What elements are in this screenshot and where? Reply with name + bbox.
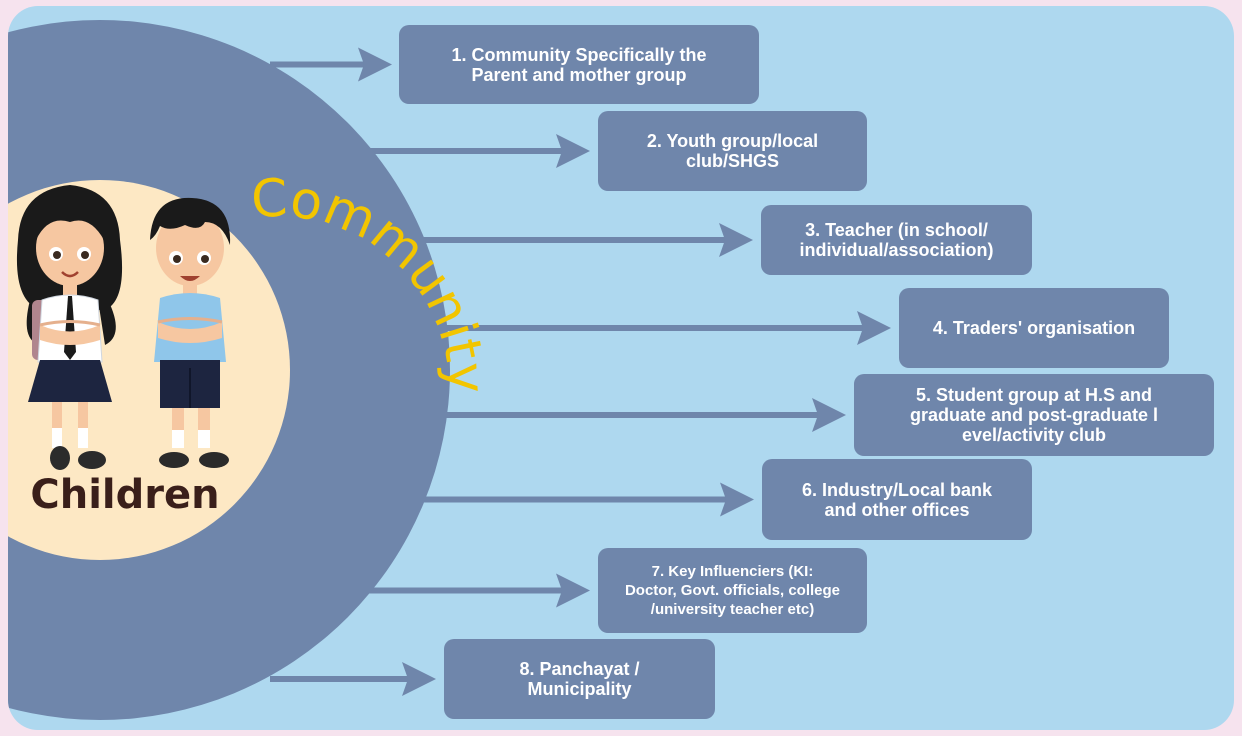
- stakeholder-line: Municipality: [527, 679, 632, 699]
- stakeholder-line: /university teacher etc): [650, 601, 815, 618]
- stakeholder-box-text: 7. Key Influenciers (KI: Doctor, Govt. of…: [625, 562, 840, 619]
- stakeholder-line: 8. Panchayat /: [519, 659, 640, 679]
- stakeholder-line: 4. Traders' organisation: [932, 318, 1136, 338]
- stakeholder-line: 5. Student group at H.S and: [915, 385, 1152, 405]
- stakeholder-line: club/SHGS: [685, 151, 779, 171]
- stakeholder-box-text: 3. Teacher (in school/individual/associa…: [799, 220, 993, 260]
- boy-student-icon: [150, 197, 231, 468]
- arrow-head-7: [556, 573, 590, 608]
- stakeholder-line: Doctor, Govt. officials, college: [624, 582, 841, 599]
- arrow-head-6: [720, 482, 754, 517]
- stakeholder-line: 7. Key Influenciers (KI:: [651, 563, 814, 580]
- stakeholder-line: Parent and mother group: [471, 64, 687, 85]
- stakeholder-box-8: 8. Panchayat /Municipality: [444, 639, 715, 719]
- stakeholder-line: individual/association): [799, 240, 994, 260]
- stakeholder-box-4: 4. Traders' organisation: [899, 288, 1169, 368]
- stakeholder-line: and other offices: [824, 499, 970, 520]
- arrow-head-1: [358, 47, 392, 82]
- stakeholder-line: 2. Youth group/local: [646, 131, 819, 151]
- stakeholder-box-text: 4. Traders' organisation: [933, 318, 1135, 338]
- stakeholder-box-7: 7. Key Influenciers (KI: Doctor, Govt. of…: [598, 548, 867, 633]
- arrow-head-8: [402, 662, 436, 696]
- girl-student-icon: [16, 185, 123, 470]
- children-label: Children: [30, 472, 220, 518]
- arrow-head-5: [812, 398, 846, 432]
- stakeholder-line: 3. Teacher (in school/: [805, 220, 988, 240]
- arrow-head-4: [857, 311, 891, 345]
- arrow-head-2: [556, 134, 590, 168]
- stakeholder-line: 1. Community Specifically the: [451, 44, 707, 65]
- stakeholder-box-text: 8. Panchayat /Municipality: [519, 659, 639, 699]
- arrow-head-3: [719, 223, 753, 257]
- stakeholder-line: graduate and post-graduate l: [909, 405, 1159, 425]
- stakeholder-line: evel/activity club: [961, 425, 1107, 445]
- stakeholder-box-3: 3. Teacher (in school/individual/associa…: [761, 205, 1032, 275]
- stakeholder-line: 6. Industry/Local bank: [801, 479, 993, 500]
